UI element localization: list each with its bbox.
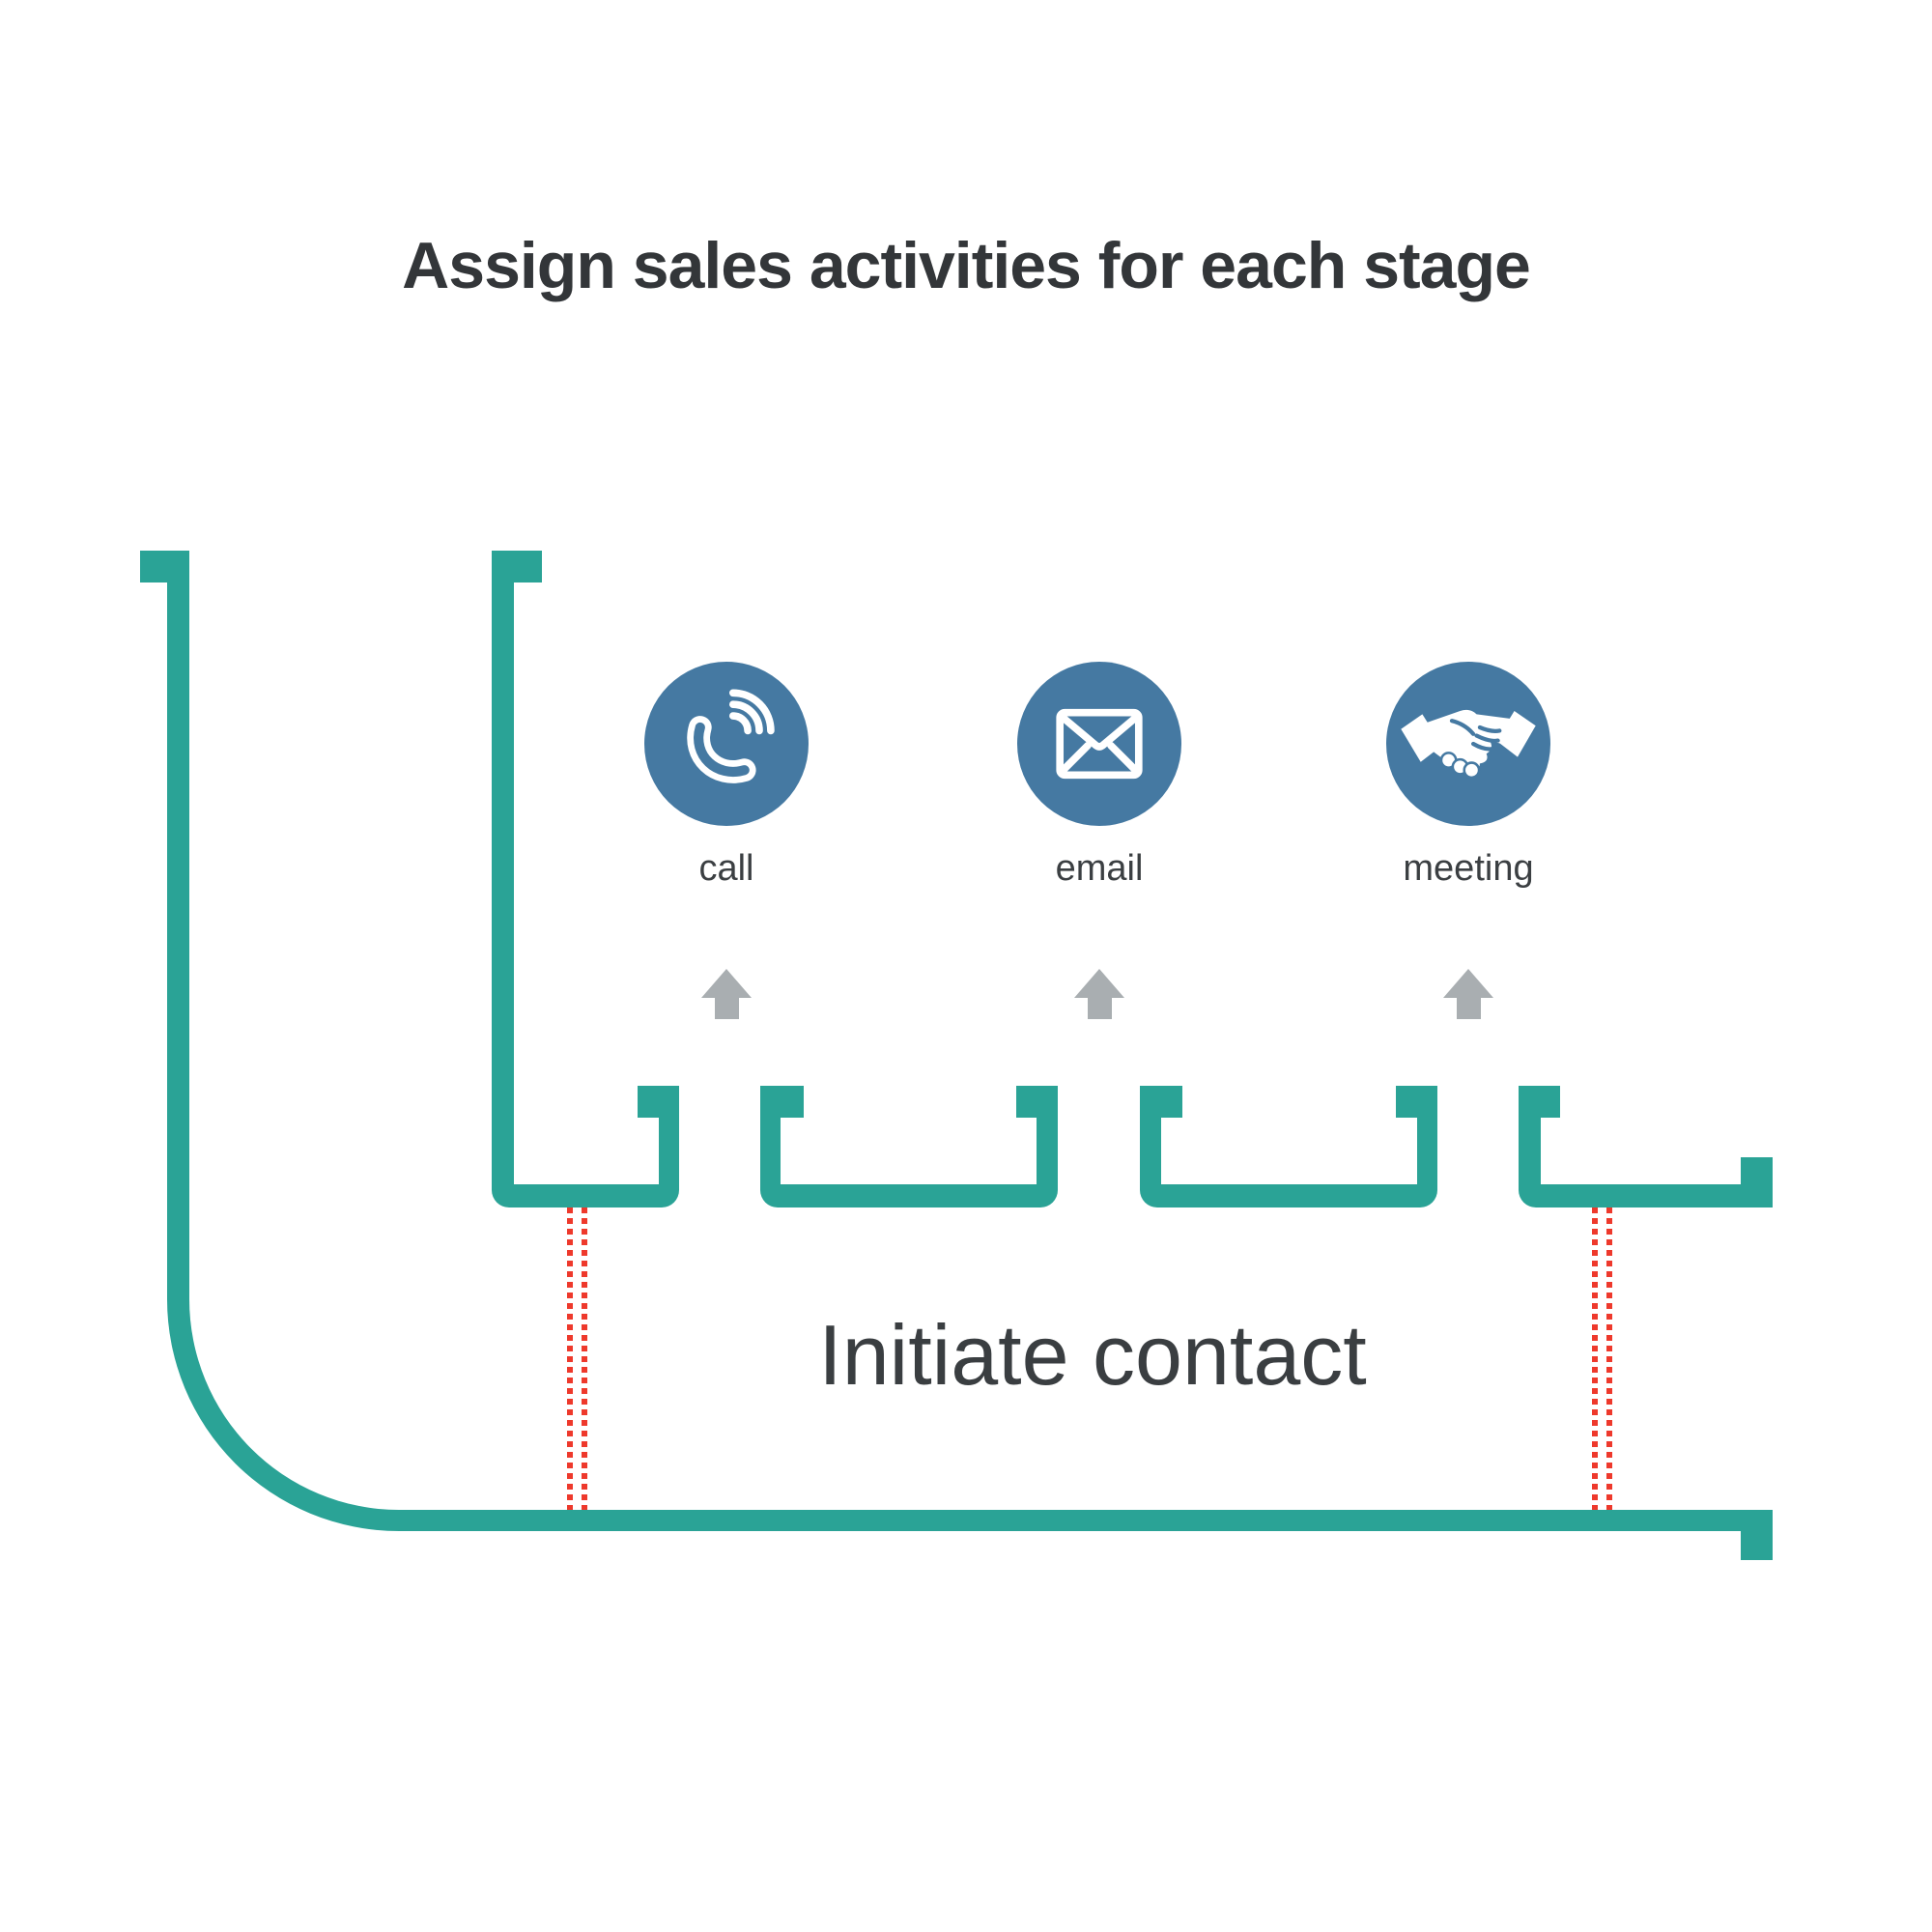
stage-connector-dotted-line <box>582 1208 587 1510</box>
main-pipe-top-flange <box>140 551 189 582</box>
bracket4-end-flange <box>1741 1157 1773 1208</box>
arrow-head <box>1074 969 1124 998</box>
arrow-head <box>1443 969 1493 998</box>
bracket1-left-flange <box>492 551 542 582</box>
bracket2-right-flange <box>1016 1086 1058 1118</box>
activity-label: meeting <box>1403 848 1534 889</box>
arrow-head <box>701 969 752 998</box>
main-pipeline-pipe <box>167 551 1773 1531</box>
bracket3-left-flange <box>1140 1086 1182 1118</box>
arrow-stem <box>1456 998 1481 1019</box>
bracket2-left-flange <box>760 1086 804 1118</box>
bracket1-right-flange <box>638 1086 679 1118</box>
up-arrow-icon <box>1074 969 1124 1019</box>
main-pipe-end-flange <box>1741 1531 1773 1560</box>
handshake-meeting-icon <box>1386 662 1550 826</box>
stage-connector-dotted-line <box>1606 1208 1612 1510</box>
activity-email: email <box>1017 662 1181 1019</box>
page-title: Assign sales activities for each stage <box>402 229 1531 302</box>
up-arrow-icon <box>701 969 752 1019</box>
stage-connector-dotted-line <box>1592 1208 1598 1510</box>
stage-connector-dotted-line <box>567 1208 573 1510</box>
arrow-stem <box>1087 998 1112 1019</box>
bracket1-left-arm <box>492 551 514 1184</box>
stage-name-label: Initiate contact <box>818 1307 1367 1403</box>
bracket1-bottom-bar <box>492 1184 679 1208</box>
arrow-stem <box>714 998 739 1019</box>
up-arrow-icon <box>1443 969 1493 1019</box>
bracket4-left-flange <box>1519 1086 1560 1118</box>
activity-call: call <box>644 662 809 1019</box>
activity-label: call <box>698 848 754 889</box>
bracket2-bottom-bar <box>760 1184 1058 1208</box>
activity-meeting: meeting <box>1386 662 1550 1019</box>
bracket4-bottom-bar <box>1519 1184 1773 1208</box>
bracket3-bottom-bar <box>1140 1184 1437 1208</box>
bracket3-right-flange <box>1396 1086 1437 1118</box>
email-envelope-icon <box>1017 662 1181 826</box>
activity-label: email <box>1055 848 1144 889</box>
phone-call-icon <box>644 662 809 826</box>
